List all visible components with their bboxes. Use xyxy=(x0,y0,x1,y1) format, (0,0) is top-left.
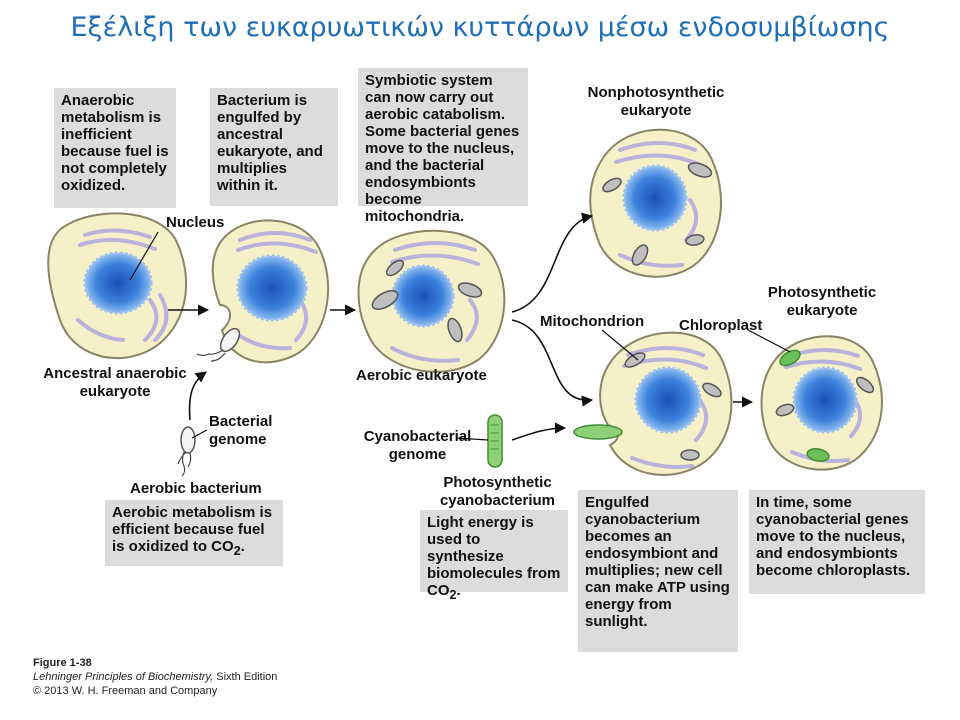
box-symbiotic-text: Symbiotic system can now carry out aerob… xyxy=(365,72,520,208)
arrow-bacterium-up xyxy=(188,371,207,421)
figure-number: Figure 1-38 xyxy=(33,657,92,669)
box-anaerobic-metabolism: Anaerobic metabolism is inefficient beca… xyxy=(54,88,176,208)
box-symbiotic-end: . xyxy=(460,208,465,225)
label-ancestral-eukaryote: Ancestral anaerobic eukaryote xyxy=(43,365,187,400)
box-engulfed-cyanobacterium: Engulfed cyanobacterium becomes an endos… xyxy=(578,490,738,652)
subscript-2: 2 xyxy=(449,588,457,602)
label-cyanobacterial-genome: Cyanobacterial genome xyxy=(363,428,472,463)
label-aerobic-eukaryote: Aerobic eukaryote xyxy=(356,367,487,384)
box-anaerobic-text: Anaerobic metabolism is inefficient beca… xyxy=(61,92,169,194)
box-symbiotic-system: Symbiotic system can now carry out aerob… xyxy=(358,68,528,225)
nucleus-shape xyxy=(792,366,858,434)
box-bacterium-engulfed: Bacterium is engulfed by ancestral eukar… xyxy=(210,88,338,206)
pointer-mitochondrion xyxy=(601,329,639,361)
box-light-end: . xyxy=(456,582,461,599)
label-aerobic-bacterium: Aerobic bacterium xyxy=(130,480,262,497)
label-bacterial-genome: Bacterial genome xyxy=(209,413,273,448)
pointer-cyanobacterial-genome xyxy=(455,437,489,441)
label-mitochondrion: Mitochondrion xyxy=(540,313,645,330)
box-aerobic-metabolism: Aerobic metabolism is efficient because … xyxy=(105,500,283,566)
nucleus-shape xyxy=(391,264,455,328)
term-chloroplasts: chloroplasts xyxy=(816,562,907,579)
pointer-bacterial-genome xyxy=(191,429,208,439)
box-light-text: Light energy is used to synthesize biomo… xyxy=(427,514,561,599)
cell-engulfing xyxy=(196,219,329,364)
page-title: Εξέλιξη των ευκαρυωτικών κυττάρων μέσω ε… xyxy=(70,12,890,43)
arrow-to-cyano-engulf xyxy=(511,319,594,407)
box-engulfed-cyano-text: Engulfed cyanobacterium becomes an endos… xyxy=(585,494,730,630)
copyright-line: © 2013 W. H. Freeman and Company xyxy=(33,685,218,697)
cell-photosynthetic-eukaryote xyxy=(760,335,883,471)
label-chloroplast: Chloroplast xyxy=(679,317,763,334)
aerobic-bacterium-shape xyxy=(177,426,196,477)
box-engulfed-text: Bacterium is engulfed by ancestral eukar… xyxy=(217,92,323,194)
subscript-2: 2 xyxy=(233,544,241,558)
nucleus-shape xyxy=(634,366,702,434)
label-photosynthetic-cyanobacterium: Photosynthetic cyanobacterium xyxy=(439,474,556,509)
box-light-energy: Light energy is used to synthesize biomo… xyxy=(420,510,568,602)
pointer-chloroplast xyxy=(747,329,791,353)
book-edition: Sixth Edition xyxy=(213,671,278,683)
box-in-time: In time, some cyanobacterial genes move … xyxy=(749,490,925,594)
label-nucleus: Nucleus xyxy=(166,214,225,231)
box-aerobic-text: Aerobic metabolism is efficient because … xyxy=(112,504,273,555)
nucleus-shape xyxy=(622,164,688,232)
cell-nonphotosynthetic-eukaryote xyxy=(589,128,722,278)
cell-aerobic-eukaryote xyxy=(357,229,506,373)
arrow-to-nonphotosynthetic xyxy=(511,212,594,313)
engulfed-bacterium-shape xyxy=(196,327,241,362)
book-title: Lehninger Principles of Biochemistry, xyxy=(33,671,214,683)
engulfing-cyanobacterium-shape xyxy=(573,424,623,440)
nucleus-shape xyxy=(83,251,153,315)
cyanobacterium-shape xyxy=(487,414,503,468)
box-in-time-end: . xyxy=(906,562,911,579)
cell-ancestral-eukaryote xyxy=(47,212,188,359)
cell-engulfing-cyanobacterium xyxy=(573,331,733,476)
figure-credits: Figure 1-38 Lehninger Principles of Bioc… xyxy=(33,656,277,698)
label-nonphotosynthetic-eukaryote: Nonphotosynthetic eukaryote xyxy=(587,84,725,119)
nucleus-shape xyxy=(236,254,308,322)
box-aerobic-end: . xyxy=(240,538,245,555)
term-mitochondria: mitochondria xyxy=(365,208,461,225)
pointer-nucleus xyxy=(129,231,159,281)
box-in-time-text: In time, some cyanobacterial genes move … xyxy=(756,494,909,579)
arrow-cyanobacterium-to-cell xyxy=(511,422,567,441)
label-photosynthetic-eukaryote: Photosynthetic eukaryote xyxy=(767,284,877,319)
